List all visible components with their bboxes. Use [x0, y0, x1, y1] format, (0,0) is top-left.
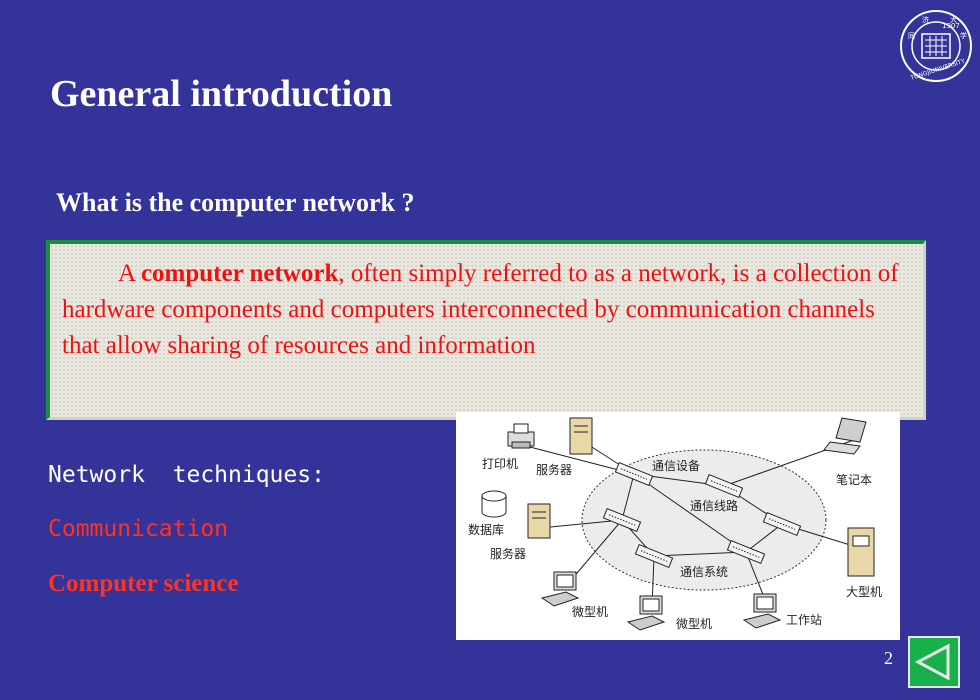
label-mainframe: 大型机 — [846, 585, 882, 599]
slide-title: General introduction — [50, 73, 393, 115]
back-triangle-icon — [914, 643, 950, 681]
seal-glyph-2: 济 — [922, 15, 929, 24]
switch-icon — [602, 461, 802, 569]
label-server-top: 服务器 — [536, 462, 572, 477]
label-comm-system: 通信系统 — [680, 565, 728, 579]
definition-body: , often simply referred to as a network,… — [62, 260, 899, 359]
label-comm-device: 通信设备 — [652, 459, 700, 473]
server-icon — [527, 503, 551, 539]
label-database: 数据库 — [468, 522, 504, 537]
database-icon — [481, 490, 507, 518]
definition-term: computer network — [140, 260, 339, 287]
mainframe-icon — [847, 527, 875, 577]
desktop-computer-icon — [626, 595, 666, 631]
label-micro-1: 微型机 — [572, 605, 608, 619]
label-server-left: 服务器 — [490, 546, 526, 561]
definition-box: A computer network, often simply referre… — [46, 240, 926, 420]
desktop-computer-icon — [540, 571, 580, 607]
network-diagram: 打印机 服务器 通信设备 笔记本 通信线路 数据库 服务器 通信系统 大型机 微… — [456, 412, 900, 640]
label-workstation: 工作站 — [786, 613, 822, 627]
seal-glyph-3: 大 — [950, 15, 957, 24]
question-heading: What is the computer network ? — [56, 188, 415, 217]
desktop-computer-icon — [742, 593, 782, 629]
printer-icon — [507, 423, 535, 449]
server-icon — [569, 417, 593, 455]
label-laptop: 笔记本 — [836, 472, 872, 487]
label-micro-2: 微型机 — [676, 617, 712, 631]
laptop-icon — [823, 417, 867, 455]
seal-glyph-4: 学 — [960, 31, 967, 40]
page-number: 2 — [884, 648, 893, 668]
technique-computer-science: Computer science — [48, 570, 239, 597]
label-printer: 打印机 — [482, 457, 518, 471]
seal-year: 1907 — [942, 22, 960, 30]
university-seal-icon: 1907 同 济 大 学 TONGJIUNIVERSITY — [898, 8, 974, 84]
techniques-label: Network techniques: — [48, 462, 325, 488]
label-comm-line: 通信线路 — [690, 498, 738, 513]
technique-communication: Communication — [48, 516, 229, 542]
back-button[interactable] — [908, 636, 960, 688]
seal-glyph-1: 同 — [908, 32, 915, 40]
definition-article: A — [118, 260, 135, 287]
